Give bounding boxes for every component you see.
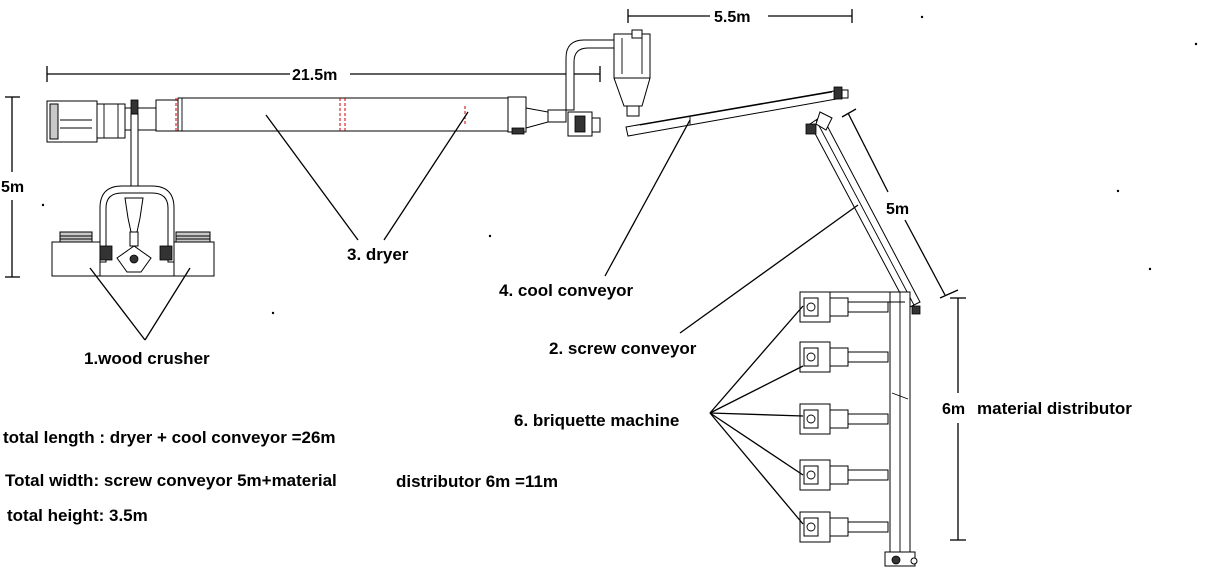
scan-specks: [41, 15, 1198, 315]
leader-briquette-machine: [709, 305, 804, 525]
material-distributor: [830, 291, 918, 567]
dim-left-height: [5, 96, 20, 278]
briquette-machine-4: [799, 459, 889, 491]
label-screw-conveyor: 2. screw conveyor: [549, 339, 697, 358]
note-total-width-part2: distributor 6m =11m: [396, 472, 558, 491]
cool-conveyor: [625, 86, 849, 137]
dim-label-5m-left: 5m: [1, 179, 24, 196]
dim-distributor-length: [950, 297, 966, 541]
leader-dryer: [265, 111, 469, 241]
label-cool-conveyor: 4. cool conveyor: [499, 281, 634, 300]
furnace: [46, 99, 162, 143]
dryer-drum: [155, 96, 567, 135]
briquette-machine-2: [799, 341, 889, 373]
label-dryer: 3. dryer: [347, 245, 409, 264]
briquette-machine-1: [799, 291, 889, 323]
leader-cool-conveyor: [604, 119, 691, 277]
dim-label-5m-screw: 5m: [886, 201, 909, 218]
briquette-machine-5: [799, 511, 889, 543]
dryer-cyclone-pipe: [565, 29, 651, 137]
wood-crusher-group: [51, 113, 215, 277]
dim-label-5-5m: 5.5m: [714, 9, 750, 26]
leader-screw-conveyor: [679, 204, 859, 334]
label-material-distributor: material distributor: [977, 399, 1132, 418]
label-wood-crusher: 1.wood crusher: [84, 349, 210, 368]
dim-screw-conveyor-length: [841, 108, 959, 299]
screw-conveyor: [805, 111, 921, 315]
note-total-length: total length : dryer + cool conveyor =26…: [3, 428, 336, 447]
dim-cool-conveyor-length: [627, 9, 853, 23]
label-briquette-machine: 6. briquette machine: [514, 411, 679, 430]
leader-wood-crusher: [89, 267, 191, 341]
note-total-height: total height: 3.5m: [7, 506, 148, 525]
note-total-width-part1: Total width: screw conveyor 5m+material: [5, 471, 337, 490]
dim-dryer-length: [46, 66, 601, 82]
dim-label-21-5m: 21.5m: [292, 67, 337, 84]
briquette-machine-3: [799, 403, 889, 435]
dim-label-6m: 6m: [942, 401, 965, 418]
